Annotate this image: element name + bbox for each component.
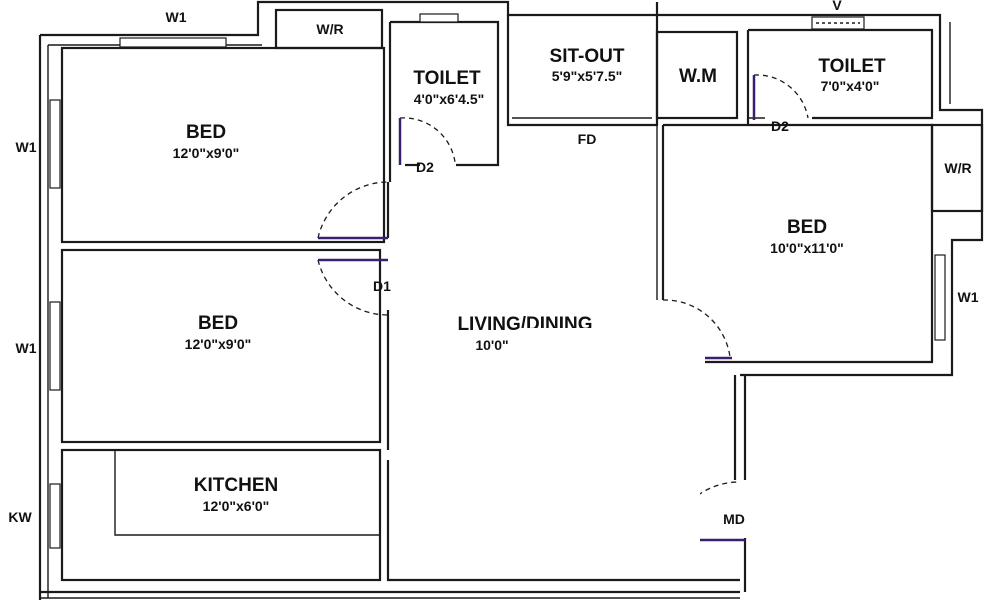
tag-w1-left-mid: W1: [16, 340, 37, 356]
blank-patch: [520, 328, 700, 548]
bed1-name: BED: [186, 122, 226, 143]
tag-md: MD: [723, 511, 745, 527]
sitout-size: 5'9"x5'7.5": [552, 68, 623, 84]
door-swing-d2-left: [399, 117, 456, 163]
tag-d2-right: D2: [771, 118, 789, 134]
door-swing-d1-lower: [317, 259, 389, 316]
kitchen-name: KITCHEN: [194, 475, 278, 496]
wr1-name: W/R: [316, 21, 343, 37]
tag-w1-top: W1: [166, 9, 187, 25]
tag-d1: D1: [373, 278, 391, 294]
vent-toilet-2: [811, 16, 865, 30]
windows: [49, 13, 946, 549]
bed3-name: BED: [787, 217, 827, 238]
sitout-name: SIT-OUT: [550, 46, 625, 67]
tag-w1-left-top: W1: [16, 139, 37, 155]
kitchen-size: 12'0"x6'0": [203, 498, 270, 514]
toilet2-name: TOILET: [818, 56, 886, 77]
window-w1-left-top: [49, 99, 61, 189]
tag-v: V: [832, 0, 842, 13]
wm-name: W.M: [679, 66, 717, 87]
living-size: 10'0": [475, 337, 508, 353]
tag-fd: FD: [578, 131, 597, 147]
door-swing-bed3: [662, 299, 731, 358]
window-w1-left-mid: [49, 301, 61, 391]
wr2-name: W/R: [944, 160, 971, 176]
toilet2-size: 7'0"x4'0": [821, 78, 880, 94]
door-swing-d1-upper: [317, 181, 389, 239]
partitions: [40, 8, 984, 599]
door-swing-d2-right: [753, 74, 809, 119]
tag-labels: W1 W1 W1 KW W1 V FD MD D1 D2 D2: [8, 0, 978, 527]
tag-w1-right: W1: [958, 289, 979, 305]
bed3-size: 10'0"x11'0": [770, 240, 844, 256]
vent-toilet-1: [419, 13, 459, 23]
room-labels: BED 12'0"x9'0" BED 12'0"x9'0" KITCHEN 12…: [173, 21, 972, 514]
bed1-size: 12'0"x9'0": [173, 145, 240, 161]
window-w1-right: [934, 254, 946, 341]
window-w1-top: [119, 37, 227, 48]
window-kw: [49, 483, 61, 549]
bed2-size: 12'0"x9'0": [185, 336, 252, 352]
tag-d2-left: D2: [416, 159, 434, 175]
tag-kw: KW: [8, 509, 32, 525]
toilet1-name: TOILET: [413, 68, 481, 89]
bed2-name: BED: [198, 313, 238, 334]
toilet1-size: 4'0"x6'4.5": [414, 91, 485, 107]
